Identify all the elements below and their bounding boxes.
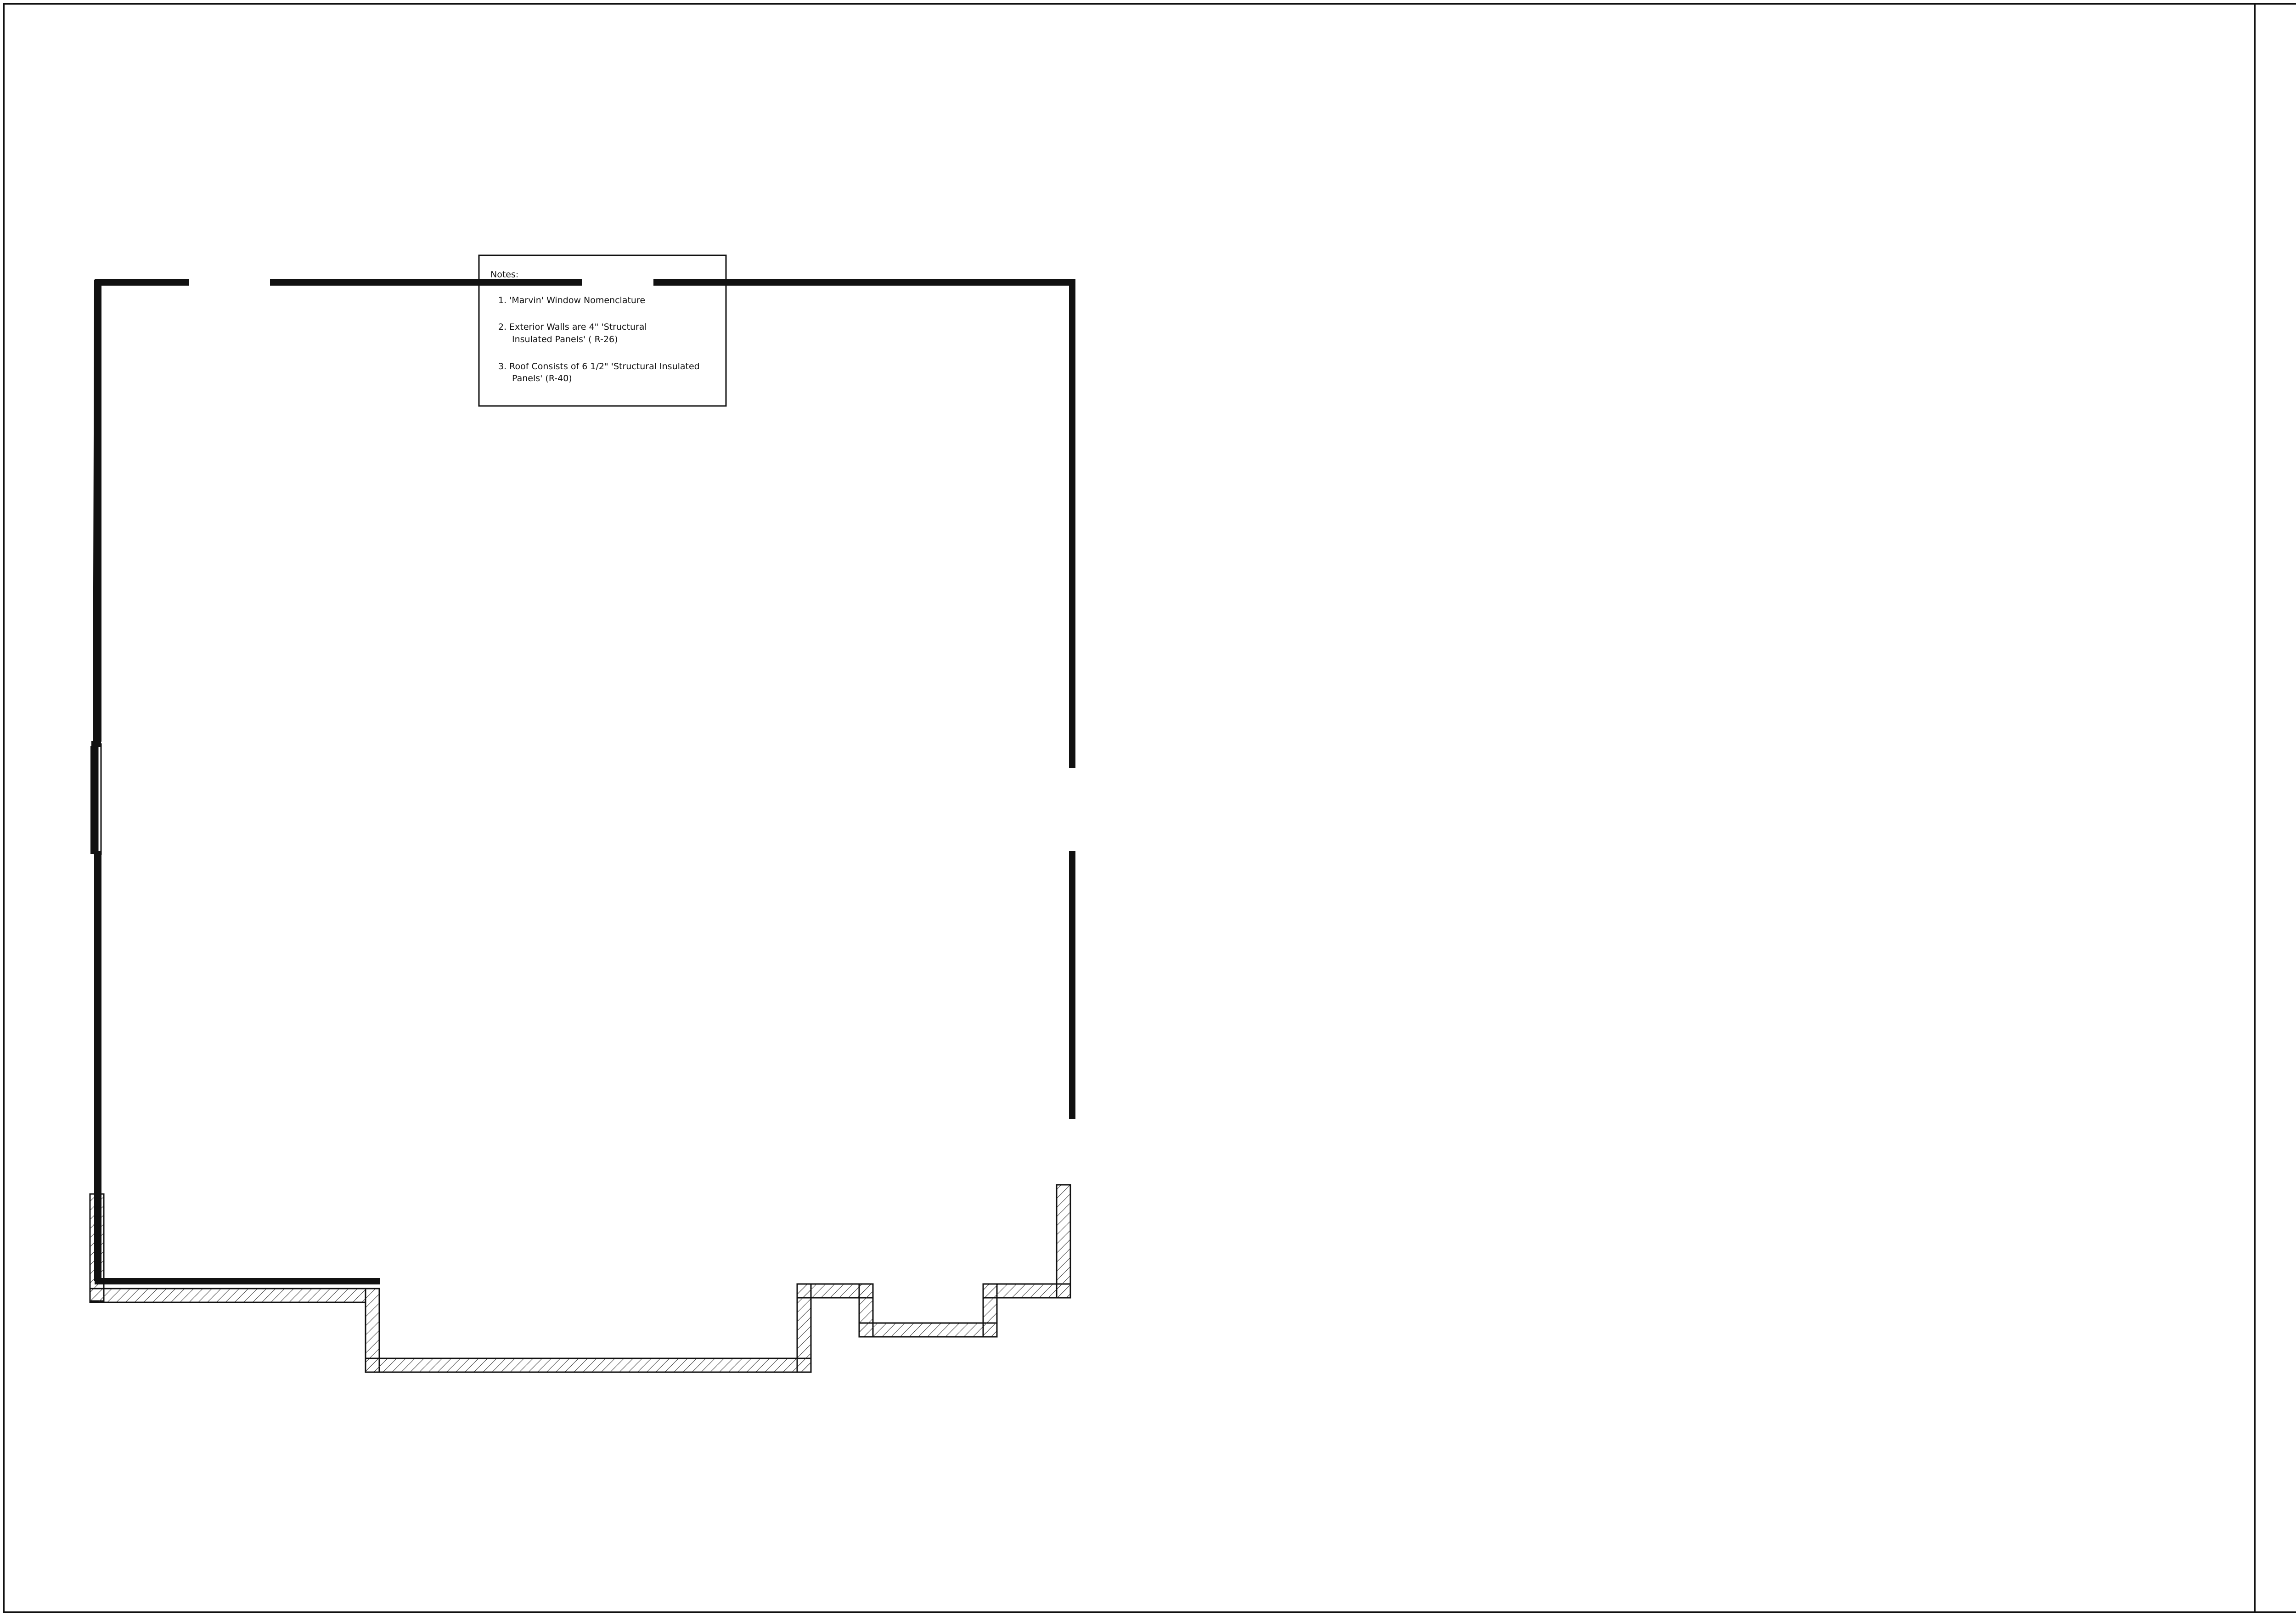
note-3: 3. Roof Consists of 6 1/2" 'Structural I… bbox=[498, 361, 700, 372]
note-1: 1. 'Marvin' Window Nomenclature bbox=[498, 295, 645, 305]
notes-box: Notes: 1. 'Marvin' Window Nomenclature 2… bbox=[478, 254, 727, 407]
notes-heading: Notes: bbox=[490, 270, 518, 280]
note-3-cont: Panels' (R-40) bbox=[512, 373, 572, 383]
note-2-cont: Insulated Panels' ( R-26) bbox=[512, 334, 618, 344]
lower-level-plan bbox=[89, 279, 1071, 1373]
lower-level-final-walls bbox=[95, 279, 1075, 1284]
sheet-border bbox=[3, 3, 2296, 1613]
note-2: 2. Exterior Walls are 4" 'Structural bbox=[498, 322, 647, 332]
